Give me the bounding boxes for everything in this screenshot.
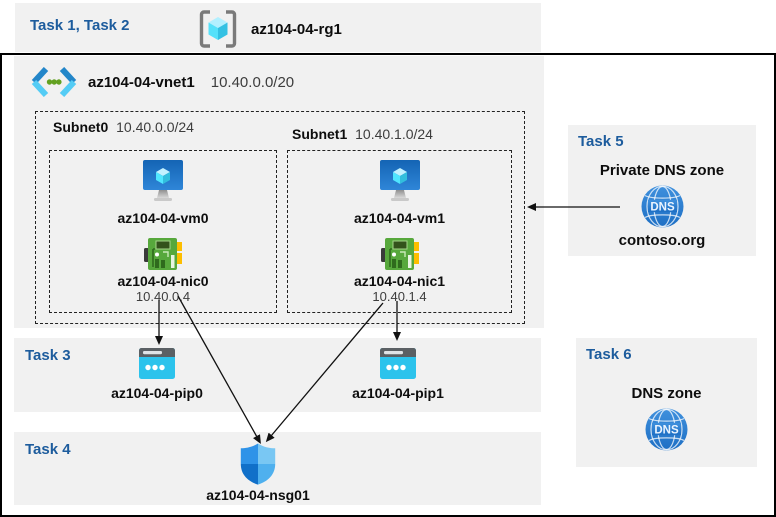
vm1-label: az104-04-vm1 (353, 210, 446, 226)
vnet-name: az104-04-vnet1 (88, 73, 195, 91)
nsg-shield-icon (240, 443, 276, 485)
pip1-label: az104-04-pip1 (352, 385, 444, 401)
public-ip-1: az104-04-pip1 (333, 348, 463, 401)
vnet-container: az104-04-vnet1 10.40.0.0/20 Subnet0 10.4… (14, 56, 544, 328)
subnet0-label: Subnet0 10.40.0.0/24 (53, 119, 194, 135)
network-security-group: az104-04-nsg01 (193, 443, 323, 503)
public-ip-icon (139, 348, 175, 379)
subnet1-name: Subnet1 (292, 126, 348, 142)
private-dns-zone-title: Private DNS zone (599, 162, 725, 179)
subnet0-cidr: 10.40.0.0/24 (116, 119, 194, 135)
dns-zone-title: DNS zone (631, 385, 702, 402)
subnet1-label: Subnet1 10.40.1.0/24 (292, 126, 433, 142)
virtual-machine-icon (141, 160, 185, 206)
subnet1-cidr: 10.40.1.0/24 (355, 126, 433, 142)
virtual-network-icon (31, 66, 77, 98)
resource-group-name: az104-04-rg1 (251, 20, 342, 38)
subnet0-vm-box: az104-04-vm0 az104-04-nic0 10.40.0. (49, 150, 277, 313)
nic1-label: az104-04-nic1 (353, 273, 446, 289)
main-border-box (0, 53, 776, 517)
public-ip-0: az104-04-pip0 (92, 348, 222, 401)
virtual-machine-icon (378, 160, 422, 206)
vnet-header: az104-04-vnet1 10.40.0.0/20 (31, 66, 295, 98)
task-5-panel: Task 5 Private DNS zone DNS (568, 125, 756, 256)
task-1-2-band: Task 1, Task 2 az104-04-rg1 (15, 3, 541, 52)
nic0-ip: 10.40.0.4 (135, 289, 191, 304)
dns-icon-text: DNS (650, 202, 675, 214)
task-1-2-label: Task 1, Task 2 (30, 17, 130, 34)
resource-group: az104-04-rg1 (198, 8, 342, 50)
task-6-panel: Task 6 DNS zone DNS (576, 338, 757, 467)
vnet-cidr: 10.40.0.0/20 (210, 73, 295, 91)
pip0-label: az104-04-pip0 (111, 385, 203, 401)
resource-group-icon (198, 8, 238, 50)
task-5-label: Task 5 (578, 133, 624, 150)
nsg-label: az104-04-nsg01 (206, 487, 310, 503)
vm0-label: az104-04-vm0 (117, 210, 209, 226)
task-6-label: Task 6 (586, 346, 632, 363)
subnet0-name: Subnet0 (53, 119, 109, 135)
public-ip-icon (380, 348, 416, 379)
nic1-ip: 10.40.1.4 (372, 289, 427, 304)
task-4-band: Task 4 az104-04-nsg0 (14, 432, 541, 505)
network-interface-icon (380, 236, 419, 272)
dns-zone-icon: DNS (645, 408, 688, 451)
dns-icon-text: DNS (654, 425, 679, 437)
task-4-label: Task 4 (25, 441, 71, 458)
nic0-label: az104-04-nic0 (117, 273, 209, 289)
task-3-label: Task 3 (25, 347, 71, 364)
dns-zone-icon: DNS (641, 185, 684, 228)
subnet1-vm-box: az104-04-vm1 az104-04-nic1 10.40.1. (287, 150, 512, 313)
network-interface-icon (144, 236, 182, 272)
task-3-band: Task 3 az104-04-pip0 (14, 338, 541, 412)
private-dns-zone-name: contoso.org (618, 232, 706, 249)
